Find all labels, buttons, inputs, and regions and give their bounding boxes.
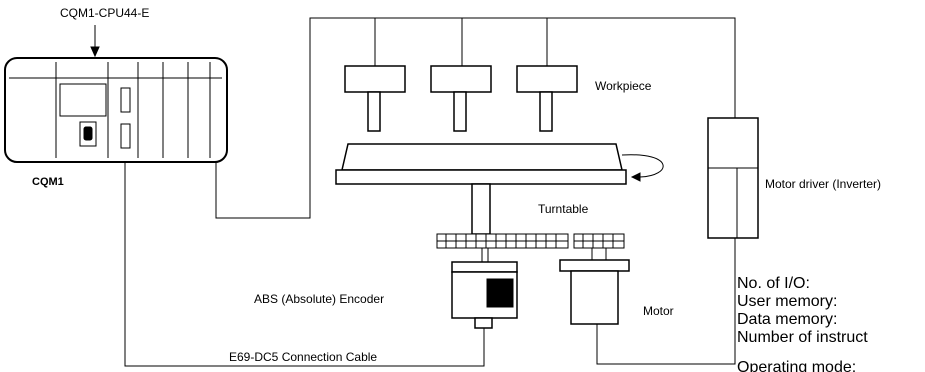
spec-list: No. of I/O: User memory: Data memory: Nu… bbox=[737, 275, 868, 372]
turntable-shaft bbox=[471, 183, 491, 235]
spec-item: Number of instruct bbox=[737, 329, 868, 346]
plc-unit bbox=[4, 57, 228, 163]
encoder-unit bbox=[451, 247, 518, 329]
workpiece-label: Workpiece bbox=[595, 79, 652, 93]
spec-item: User memory: bbox=[737, 293, 837, 310]
spec-item: Data memory: bbox=[737, 311, 837, 328]
cable-label: E69-DC5 Connection Cable bbox=[229, 350, 377, 364]
plc-pointer-arrow bbox=[90, 25, 100, 58]
spec-item: Operating mode: bbox=[737, 359, 856, 372]
rotation-arrow-icon bbox=[621, 154, 664, 182]
plc-name-label: CQM1 bbox=[32, 176, 64, 188]
turntable-label: Turntable bbox=[538, 202, 589, 216]
motor-driver-label: Motor driver (Inverter) bbox=[765, 177, 881, 191]
motor-unit bbox=[559, 259, 630, 325]
encoder-label: ABS (Absolute) Encoder bbox=[254, 292, 384, 306]
motor-label: Motor bbox=[643, 304, 674, 318]
encoder-cable bbox=[124, 162, 485, 367]
workpiece bbox=[344, 65, 578, 132]
plc-model-label: CQM1-CPU44-E bbox=[60, 6, 149, 20]
turntable bbox=[335, 143, 627, 185]
spec-item: No. of I/O: bbox=[737, 275, 810, 292]
wiring bbox=[215, 17, 736, 365]
encoder-gear bbox=[436, 233, 569, 249]
motor-gear bbox=[573, 233, 625, 261]
motor-driver-unit bbox=[707, 117, 759, 239]
